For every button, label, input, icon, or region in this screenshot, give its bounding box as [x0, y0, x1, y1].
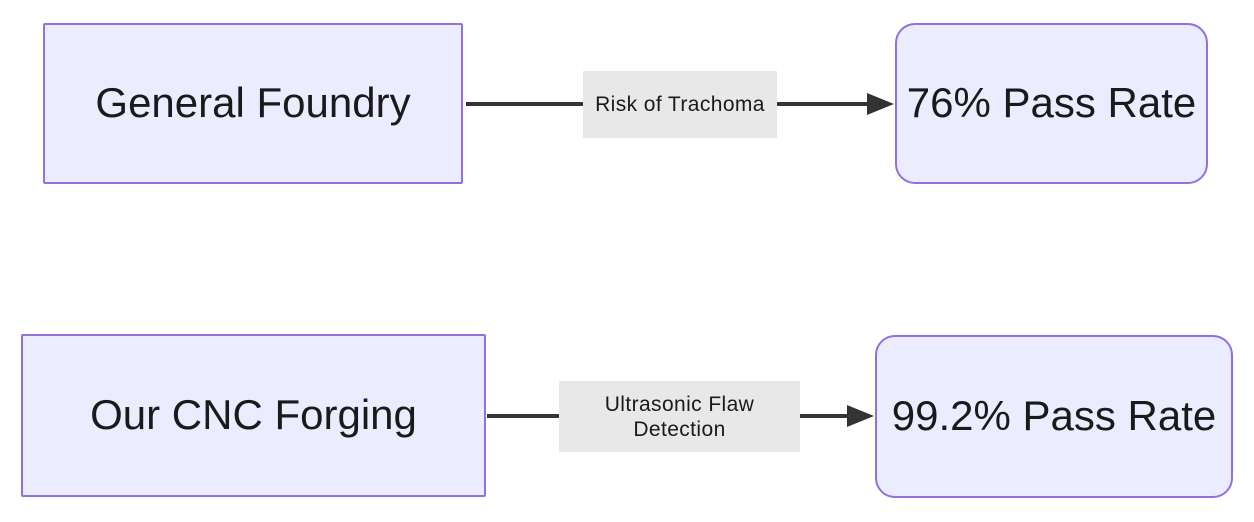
node-our-cnc-forging: Our CNC Forging [21, 334, 486, 497]
edge-label-text-line-2: Detection [633, 417, 726, 441]
edge-label-ultrasonic-flaw-detection: Ultrasonic Flaw Detection [559, 381, 800, 452]
arrowhead-right-icon [847, 405, 874, 427]
node-99-2-pass-rate-label: 99.2% Pass Rate [891, 392, 1217, 440]
edge-label-text: Risk of Trachoma [595, 93, 765, 116]
node-76-pass-rate-label: 76% Pass Rate [906, 79, 1197, 127]
node-our-cnc-forging-label: Our CNC Forging [90, 391, 417, 439]
node-general-foundry-label: General Foundry [95, 79, 411, 127]
arrowhead-right-icon [867, 93, 894, 115]
edge-label-text-line-1: Ultrasonic Flaw [604, 392, 755, 416]
edge-label-risk-of-trachoma: Risk of Trachoma [583, 71, 777, 138]
node-general-foundry: General Foundry [43, 23, 463, 184]
node-99-2-pass-rate: 99.2% Pass Rate [875, 335, 1233, 498]
node-76-pass-rate: 76% Pass Rate [895, 23, 1208, 184]
